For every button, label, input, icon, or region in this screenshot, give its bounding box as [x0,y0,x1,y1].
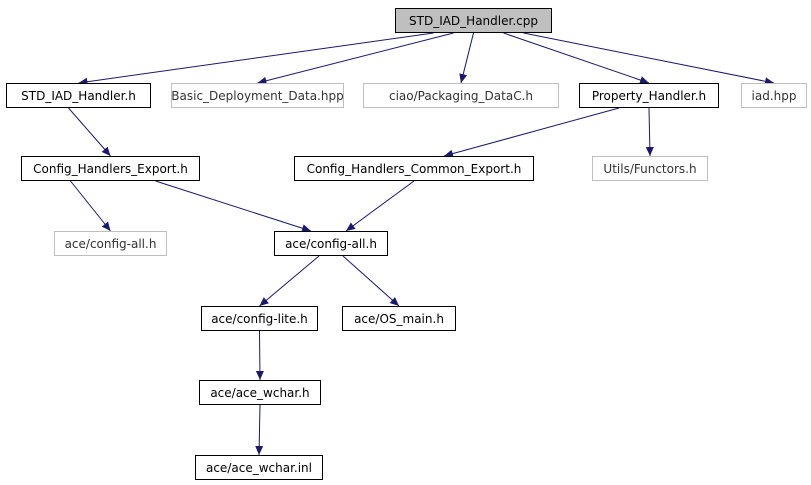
node-ace-ace-wchar-h[interactable]: ace/ace_wchar.h [199,380,321,405]
edges [68,32,775,456]
edge-n6-n10 [155,180,312,233]
node-utils-functors-h: Utils/Functors.h [592,156,708,181]
edge-n11-n13 [255,330,264,381]
edge-n0-n2 [257,32,454,85]
node-basic-deployment-data-hpp: Basic_Deployment_Data.hpp [171,83,344,108]
edge-n0-n5 [523,32,775,86]
node-property-handler-h[interactable]: Property_Handler.h [579,83,719,108]
node-std-iad-handler-h[interactable]: STD_IAD_Handler.h [6,83,151,108]
edge-n7-n10 [345,180,415,232]
node-std-iad-handler-cpp[interactable]: STD_IAD_Handler.cpp [395,8,552,33]
node-config-handlers-common-export-h[interactable]: Config_Handlers_Common_Export.h [294,156,534,181]
edge-n6-n9 [70,180,111,232]
node-ciao-packaging-datac-h: ciao/Packaging_DataC.h [363,83,559,108]
node-config-handlers-export-h[interactable]: Config_Handlers_Export.h [21,156,200,181]
edge-n0-n1 [78,32,434,86]
node-ace-config-all-h[interactable]: ace/config-all.h [274,231,388,256]
edge-n4-n7 [443,107,620,158]
edge-n0-n4 [503,32,650,84]
edge-n13-n14 [255,404,264,456]
edge-n10-n12 [342,255,400,307]
edge-n0-n3 [459,32,474,84]
node-ace-config-all-h-external: ace/config-all.h [54,231,167,256]
edge-n4-n8 [645,107,654,157]
edge-n10-n11 [259,255,320,307]
node-ace-os-main-h[interactable]: ace/OS_main.h [342,306,456,331]
node-ace-ace-wchar-inl[interactable]: ace/ace_wchar.inl [195,455,323,480]
node-iad-hpp: iad.hpp [741,83,807,108]
node-ace-config-lite-h[interactable]: ace/config-lite.h [201,306,318,331]
edge-n1-n6 [68,107,111,157]
